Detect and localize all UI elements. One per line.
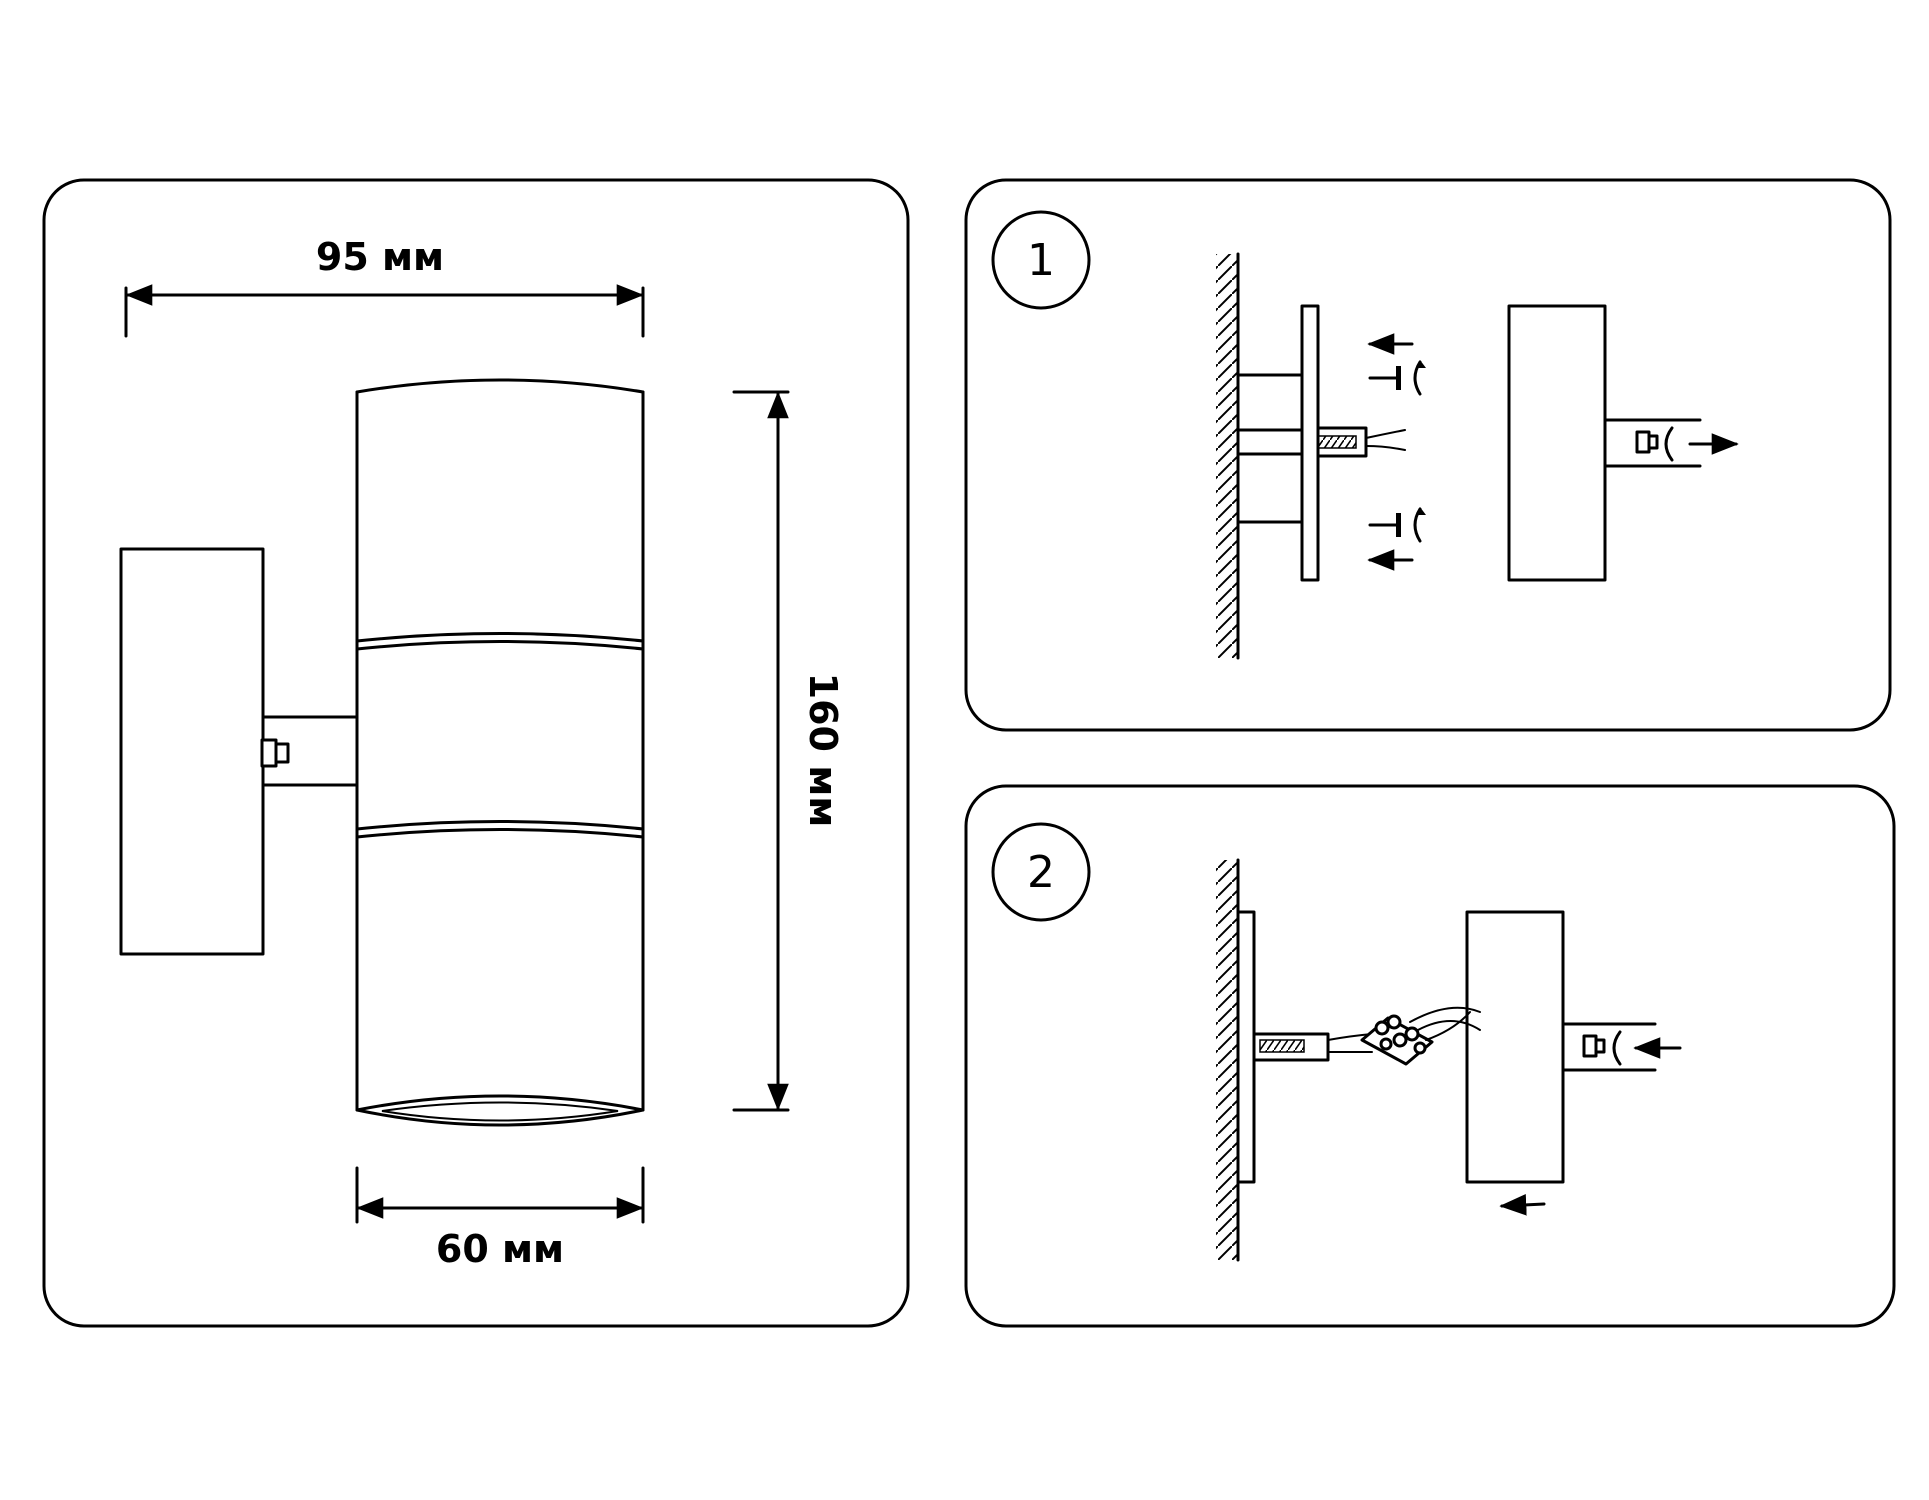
panel-frame [42, 178, 910, 1328]
nut-icon [260, 738, 290, 768]
height-dimension: 160 мм [732, 390, 845, 1112]
step-1-panel: 1 [964, 178, 1892, 732]
lamp-box [1507, 304, 1607, 582]
step-number: 1 [1027, 235, 1055, 286]
panel-frame [964, 178, 1892, 732]
diameter-dimension: 60 мм [355, 1166, 645, 1271]
height-label: 160 мм [801, 673, 845, 828]
panel-frame [964, 784, 1896, 1328]
diameter-label: 60 мм [436, 1227, 564, 1271]
terminal-block-icon [1360, 1014, 1434, 1066]
mounting-plate [1236, 910, 1256, 1184]
nut-icon [1582, 1030, 1622, 1066]
step-2-panel: 2 [964, 784, 1896, 1328]
width-label: 95 мм [316, 235, 444, 279]
step-badge [991, 210, 1091, 310]
lamp-box [1465, 910, 1565, 1184]
lamp-cylinder [355, 378, 645, 1127]
step-number: 2 [1027, 847, 1055, 898]
dimensions-panel: 95 мм 160 мм 60 мм [42, 178, 910, 1328]
arrow-icon [1499, 1194, 1546, 1216]
nut-icon [1635, 426, 1674, 462]
mounting-plate [1300, 304, 1320, 582]
screw-icon [1368, 507, 1426, 543]
screw-icon [1368, 360, 1426, 396]
wall [1216, 858, 1240, 1262]
width-dimension: 95 мм [124, 235, 645, 338]
step-badge [991, 822, 1091, 922]
wall [1216, 252, 1240, 660]
wall-plate [119, 547, 265, 956]
